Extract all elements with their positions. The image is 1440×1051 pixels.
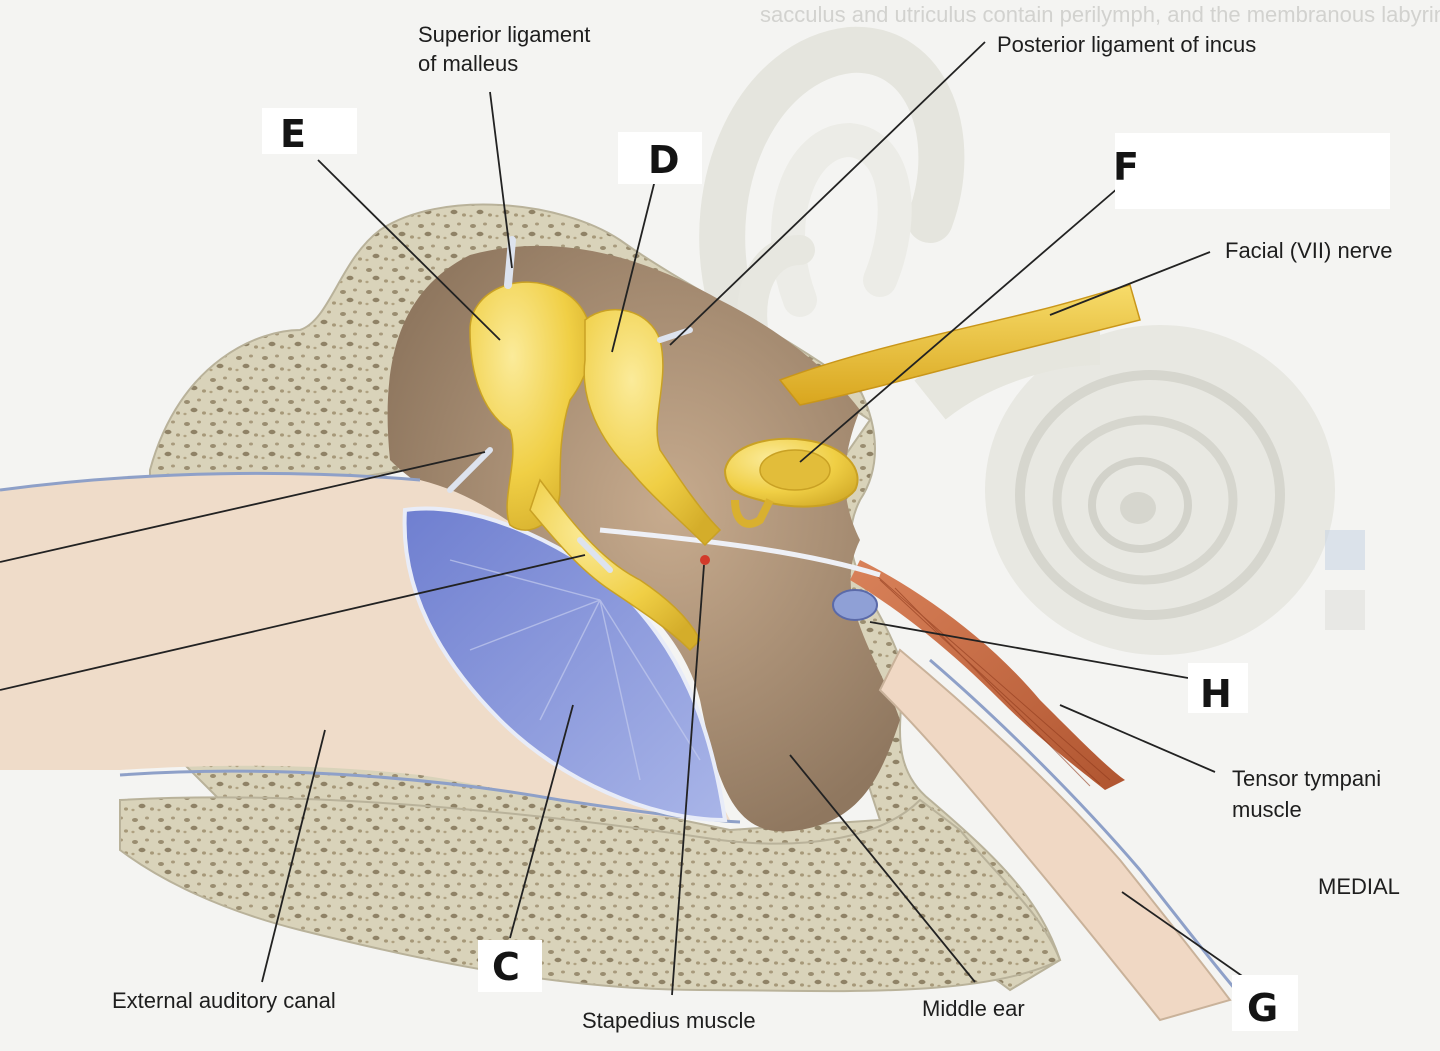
label-middle-ear: Middle ear	[922, 996, 1025, 1021]
leader-lines	[0, 41, 1246, 996]
label-box-H	[1188, 663, 1248, 713]
letter-G: G	[1247, 986, 1279, 1030]
auditory-tube	[878, 648, 1232, 1022]
label-stapedius-muscle: Stapedius muscle	[582, 1008, 756, 1033]
label-box-E	[262, 108, 357, 154]
semicircular-canals	[699, 26, 965, 375]
letter-C: C	[492, 945, 520, 989]
label-tensor-tympani-line1: Tensor tympani	[1232, 766, 1382, 791]
letter-E: E	[280, 112, 306, 156]
label-box-D	[618, 132, 702, 184]
incus-shape	[583, 308, 722, 547]
bone-floor	[119, 796, 1062, 993]
label-tensor-tympani-line2: muscle	[1232, 797, 1302, 822]
cochlea	[914, 315, 1335, 655]
label-medial: MEDIAL	[1318, 874, 1400, 899]
tympanic-membrane	[402, 506, 728, 823]
round-window	[832, 589, 878, 621]
letter-H: H	[1200, 672, 1232, 716]
letter-D: D	[648, 138, 680, 182]
malleus-shape	[469, 281, 593, 531]
stapedius-mark	[700, 555, 710, 565]
label-superior-ligament-line2: of malleus	[418, 51, 519, 76]
label-box-F	[1115, 133, 1390, 209]
label-box-C	[478, 940, 542, 992]
faded-background-text: sacculus and utriculus contain perilymph…	[760, 2, 1440, 27]
ossicles	[447, 236, 859, 652]
label-facial-nerve: Facial (VII) nerve	[1225, 238, 1393, 263]
letter-F: F	[1113, 145, 1139, 189]
label-superior-ligament-line1: Superior ligament	[418, 22, 591, 47]
label-posterior-ligament-incus: Posterior ligament of incus	[997, 32, 1257, 57]
label-box-G	[1232, 975, 1298, 1031]
label-external-auditory-canal: External auditory canal	[112, 988, 336, 1013]
